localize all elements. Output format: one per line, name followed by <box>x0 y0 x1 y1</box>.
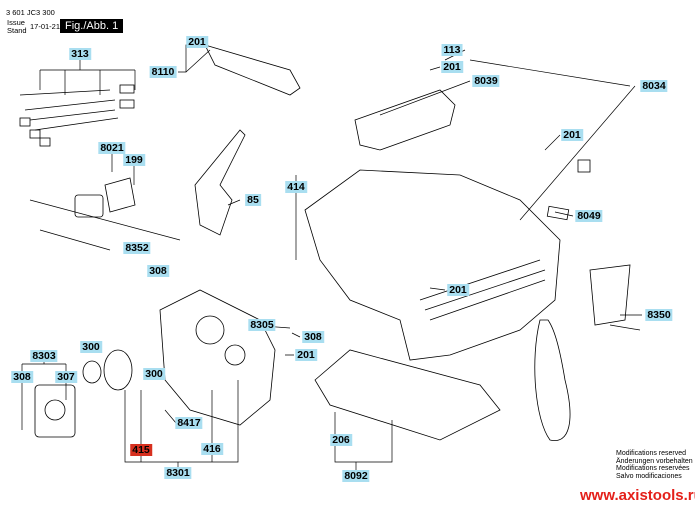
part-label: 8352 <box>123 242 151 254</box>
issue-label: Issue Stand <box>7 19 27 35</box>
part-label: 308 <box>302 331 324 343</box>
part-label: 206 <box>330 434 352 446</box>
note-line: Modifications reservées <box>616 465 690 473</box>
part-label: 8021 <box>98 142 126 154</box>
part-label: 300 <box>80 341 102 353</box>
part-label: 201 <box>186 36 208 48</box>
modifications-note: Modifications reserved Änderungen vorbeh… <box>616 450 693 480</box>
hook-drawing <box>534 319 571 442</box>
part-number: 3 601 JC3 300 <box>6 8 55 17</box>
holder-8350-drawing <box>589 264 631 326</box>
switch-drawing <box>74 194 104 218</box>
part-label: 199 <box>123 154 145 166</box>
part-label: 85 <box>245 194 261 206</box>
part-label: 201 <box>561 129 583 141</box>
housing-drawing <box>304 169 561 361</box>
cover-plate-drawing <box>34 384 76 438</box>
part-label: 8305 <box>248 319 276 331</box>
part-label: 8417 <box>175 417 203 429</box>
part-label: 313 <box>69 48 91 60</box>
lid-drawing <box>354 89 456 151</box>
part-label: 8049 <box>575 210 603 222</box>
note-line: Änderungen vorbehalten <box>616 457 693 465</box>
knob-drawing <box>103 349 133 391</box>
part-label: 201 <box>441 61 463 73</box>
part-label: 308 <box>147 265 169 277</box>
cable-set-drawing <box>19 84 135 147</box>
part-label: 300 <box>143 368 165 380</box>
part-label: 8110 <box>149 66 177 78</box>
part-label: 8303 <box>30 350 58 362</box>
part-label: 201 <box>295 349 317 361</box>
part-label: 416 <box>201 443 223 455</box>
part-label: 414 <box>285 181 307 193</box>
note-line: Salvo modificaciones <box>616 472 682 480</box>
figure-title: Fig./Abb. 1 <box>60 19 124 33</box>
part-label: 307 <box>55 371 77 383</box>
base-plate-drawing <box>314 349 501 441</box>
part-label: 8092 <box>342 470 370 482</box>
watermark-url: www.axistools.ru <box>580 487 695 504</box>
side-panel-drawing <box>159 289 276 426</box>
stand-text: Stand <box>7 26 27 35</box>
handle-drawing <box>204 44 301 96</box>
issue-text: Issue <box>7 18 25 27</box>
issue-date: 17-01-21 <box>30 22 61 31</box>
part-label: 8039 <box>472 75 500 87</box>
part-label: 201 <box>447 284 469 296</box>
part-label: 8301 <box>164 467 192 479</box>
part-label-highlighted: 415 <box>130 444 152 456</box>
part-label: 8350 <box>645 309 673 321</box>
bracket-drawing <box>194 129 246 236</box>
leader-lines <box>21 44 642 470</box>
note-line: Modifications reserved <box>616 450 687 457</box>
part-label: 308 <box>11 371 33 383</box>
part-label: 113 <box>441 44 463 56</box>
part-label: 8034 <box>640 80 668 92</box>
